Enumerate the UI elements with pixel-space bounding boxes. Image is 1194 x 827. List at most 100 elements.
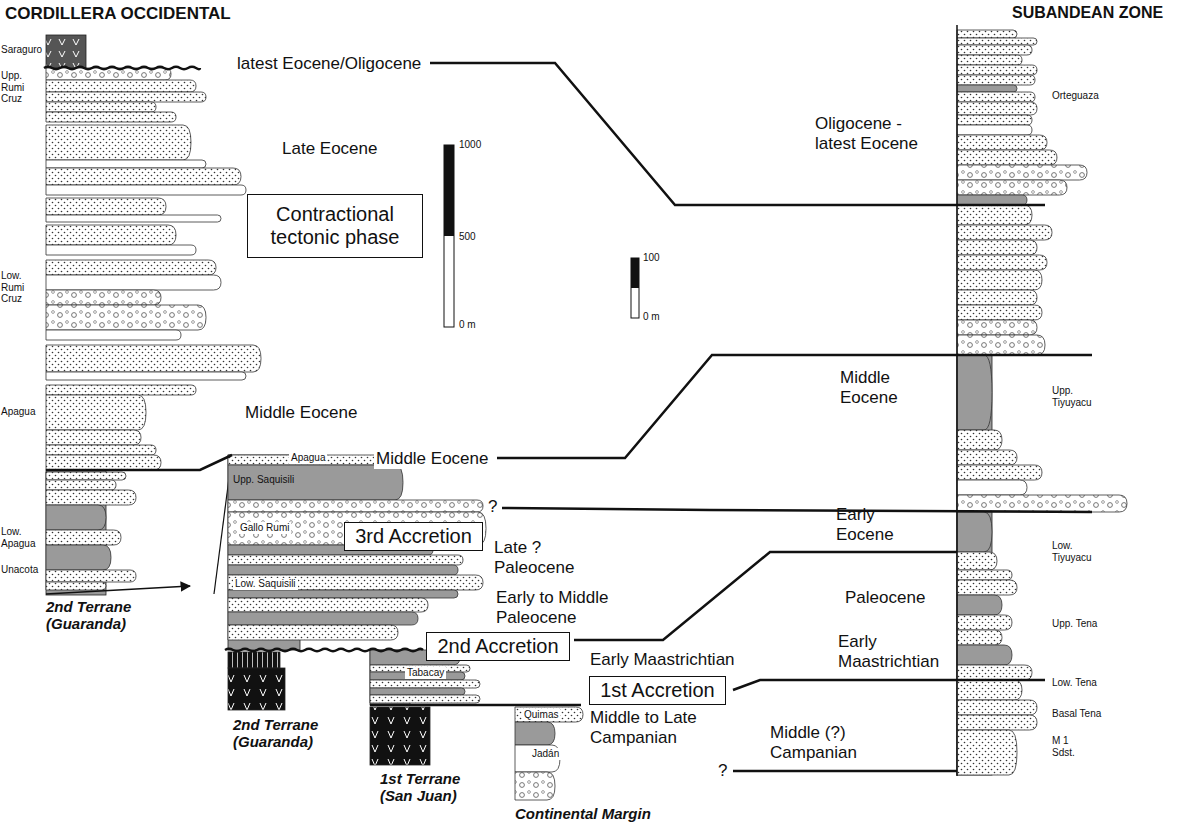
lithology-layer (957, 450, 1017, 465)
formation-name: Unacota (1, 564, 38, 576)
correlation-lines (44, 63, 1092, 771)
lithology-layer (957, 355, 992, 430)
age-label: Middle to Late Campanian (590, 708, 740, 747)
lithology-layer (370, 680, 480, 688)
strat-column (228, 455, 486, 640)
lithology-layer (957, 645, 1012, 665)
lithology-layer (46, 290, 161, 305)
volcanic-unit (228, 652, 280, 668)
lithology-layer (46, 160, 206, 168)
lithology-layer (515, 722, 555, 745)
query-mark: ? (718, 761, 727, 781)
unconformity-line (225, 649, 423, 652)
lithology-layer (515, 707, 583, 722)
lithology-layer (957, 38, 1037, 45)
lithology-layer (46, 372, 246, 380)
terrane-name: 2nd Terrane (Guaranda) (233, 716, 348, 751)
lithology-layer (957, 55, 1022, 65)
formation-name: Upp. Tena (1052, 618, 1112, 630)
lithology-layer (46, 330, 181, 340)
lithology-layer (957, 255, 1047, 270)
formation-name: Quimas (522, 709, 560, 721)
lithology-layer (46, 582, 106, 590)
formation-name: Low. Rumi Cruz (1, 270, 41, 305)
age-label: Early Maastrichtian (838, 632, 958, 671)
lithology-layer (957, 290, 1037, 305)
correlation-line (574, 552, 957, 640)
lithology-layer (46, 530, 121, 545)
formation-name: Jadán (530, 748, 561, 760)
terrane-name: 2nd Terrane (Guaranda) (46, 598, 156, 633)
column-layers (46, 25, 1127, 800)
lithology-layer (46, 125, 191, 160)
box-text: 1st Accretion (600, 679, 715, 702)
correlation-line (733, 680, 1045, 690)
age-label: Middle Eocene (840, 368, 920, 407)
lithology-layer (46, 260, 216, 275)
lithology-layer (46, 345, 261, 372)
lithology-layer (228, 465, 403, 500)
age-label: Late ? Paleocene (494, 538, 584, 577)
terrane-name: 1st Terrane (San Juan) (380, 770, 490, 805)
lithology-layer (957, 570, 1012, 580)
unconformity-line (44, 67, 200, 70)
lithology-layer (957, 150, 1057, 165)
lithology-layer (957, 630, 1002, 645)
phase-box: Contractional tectonic phase (247, 194, 423, 258)
formation-name: Apagua (289, 452, 327, 464)
lithology-layer (46, 215, 221, 222)
lithology-layer (957, 305, 1042, 320)
lithology-layer (957, 665, 1032, 680)
lithology-layer (957, 195, 1027, 205)
lithology-layer (46, 92, 206, 102)
lithology-layer (46, 445, 156, 455)
column-axis (956, 25, 958, 776)
lithology-layer (957, 270, 1042, 290)
lithology-layer (46, 198, 166, 215)
formation-name: Tabacay (405, 667, 446, 679)
lithology-layer (370, 688, 465, 695)
lithology-layer (957, 595, 1002, 615)
lithology-layer (228, 625, 398, 640)
lithology-layer (46, 275, 221, 290)
lithology-layer (957, 552, 997, 570)
lithology-layer (228, 500, 483, 512)
terrane-name: Continental Margin (515, 805, 651, 822)
thrust-arrow (46, 586, 190, 594)
lithology-layer (957, 225, 1052, 240)
formation-name: Upp. Rumi Cruz (1, 70, 41, 105)
accretion-box: 1st Accretion (589, 676, 726, 705)
lithology-layer (957, 180, 1067, 195)
age-label: Paleocene (845, 588, 925, 608)
lithology-layer (515, 772, 555, 800)
lithology-layer (46, 545, 111, 570)
lithology-layer (46, 185, 246, 195)
box-text: 3rd Accretion (355, 525, 472, 548)
scale-value: 0 m (643, 311, 660, 323)
formation-name: Low. Apagua (1, 526, 41, 549)
lithology-layer (46, 395, 146, 430)
correlation-line (430, 63, 1045, 205)
query-mark: ? (488, 497, 497, 517)
lithology-layer (370, 695, 480, 703)
lithology-layer (957, 115, 1032, 125)
age-label: Middle Eocene (374, 449, 490, 469)
volcanic-unit (228, 668, 285, 710)
volcanic-unit (46, 35, 86, 68)
correlation-line (46, 455, 232, 470)
formation-name: Orteguaza (1052, 90, 1099, 102)
scale-bar-frame (444, 145, 454, 327)
lithology-layer (228, 555, 463, 565)
box-text: 2nd Accretion (437, 635, 559, 658)
formation-name: Low. Tiyuyacu (1052, 540, 1112, 563)
lithology-layer (957, 125, 1032, 135)
formation-name: Low. Tena (1052, 677, 1097, 689)
lithology-layer (957, 165, 1087, 180)
lithology-layer (957, 92, 1035, 102)
lithology-layer (957, 580, 1017, 595)
age-label: Oligocene - latest Eocene (815, 114, 940, 153)
scale-value: 0 m (459, 319, 476, 331)
box-text: Contractional tectonic phase (260, 203, 410, 249)
formation-name: Basal Tena (1052, 708, 1101, 720)
lithology-layer (46, 472, 126, 480)
